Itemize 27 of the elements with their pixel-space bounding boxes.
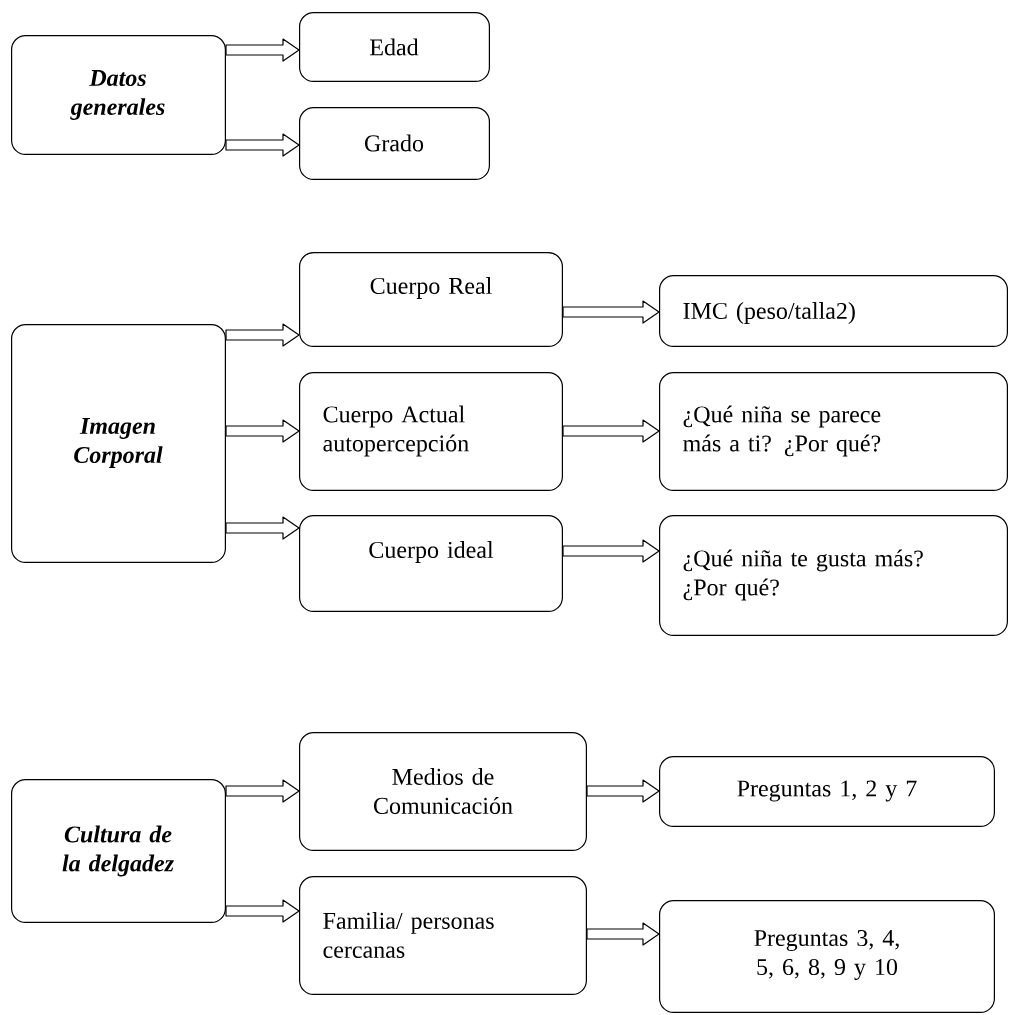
process-box: Edad	[299, 12, 490, 82]
process-box: Cuerpo ideal	[299, 515, 563, 612]
block-arrow	[225, 38, 300, 62]
process-box: Preguntas 1, 2 y 7	[659, 756, 995, 827]
process-box: ¿Qué niña se parece más a ti? ¿Por qué?	[659, 372, 1008, 491]
process-box: Grado	[299, 107, 490, 180]
process-box: Imagen Corporal	[11, 324, 226, 563]
block-arrow	[562, 539, 660, 563]
process-box: ¿Qué niña te gusta más? ¿Por qué?	[659, 515, 1008, 636]
block-arrow	[225, 419, 300, 443]
block-arrow	[225, 899, 300, 923]
block-arrow	[586, 779, 660, 803]
block-arrow	[225, 779, 300, 803]
process-box: Datos generales	[11, 35, 226, 155]
block-arrow	[225, 133, 300, 157]
block-arrow	[562, 300, 660, 324]
block-arrow	[225, 516, 300, 540]
process-box: Familia/ personas cercanas	[299, 876, 587, 995]
process-box: IMC (peso/talla2)	[659, 275, 1008, 347]
process-box: Cuerpo Actual autopercepción	[299, 372, 563, 491]
process-box: Cultura de la delgadez	[11, 779, 226, 923]
block-arrow	[586, 922, 660, 946]
block-arrow	[562, 419, 660, 443]
process-box: Medios de Comunicación	[299, 732, 587, 851]
process-box: Preguntas 3, 4, 5, 6, 8, 9 y 10	[659, 900, 995, 1013]
block-arrow	[225, 323, 300, 347]
process-box: Cuerpo Real	[299, 252, 563, 347]
